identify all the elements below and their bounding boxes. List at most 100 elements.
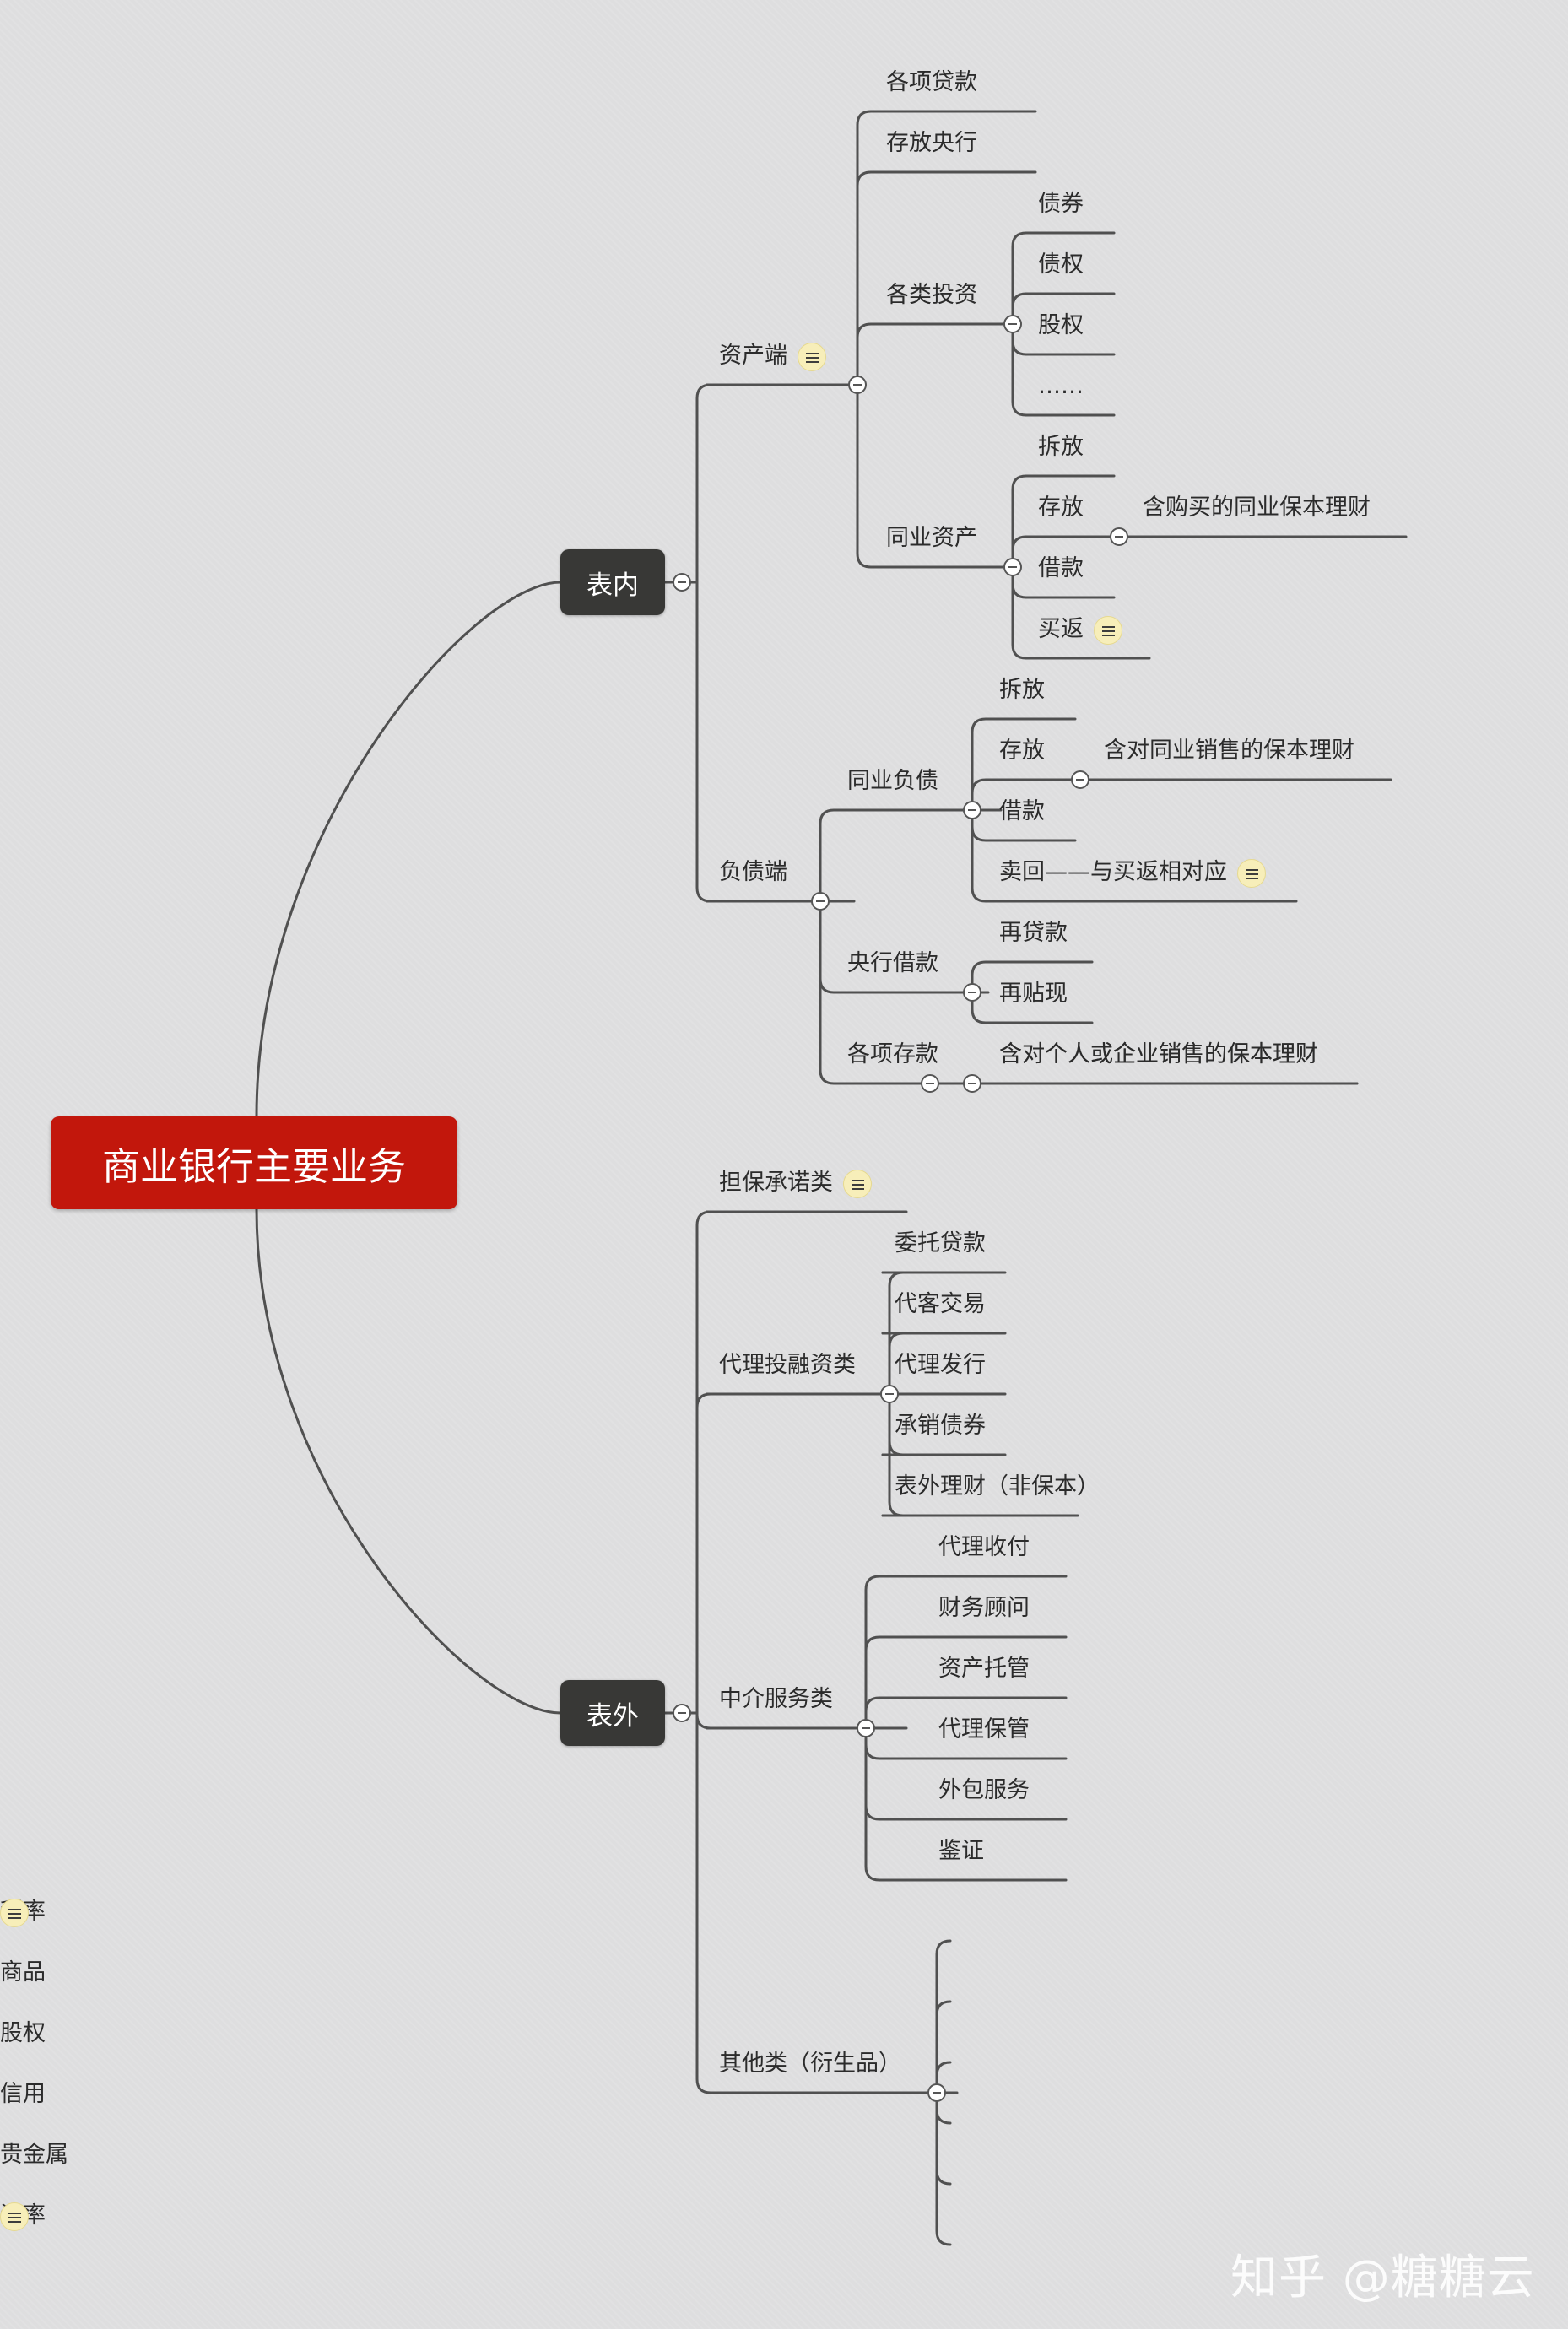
connector-line <box>819 808 837 903</box>
collapse-toggle-icon[interactable] <box>673 573 691 592</box>
topic-1-3-2[interactable]: 股权 <box>0 2020 46 2046</box>
connector-line <box>971 991 989 1024</box>
connector-line <box>935 1939 952 2094</box>
topic-0-0-2[interactable]: 各类投资 <box>886 282 977 308</box>
leaf-0-1-0-3[interactable]: 卖回——与买返相对应 <box>999 859 1227 885</box>
topic-1-2-1[interactable]: 财务顾问 <box>938 1595 1030 1621</box>
leaf-0-0-3-3[interactable]: 买返 <box>1038 616 1084 642</box>
connector-line <box>819 900 837 1085</box>
topic-1-3-1[interactable]: 商品 <box>0 1959 46 1986</box>
connector-line <box>971 778 989 812</box>
connector-line <box>935 2061 952 2094</box>
connector-line <box>695 1711 711 2094</box>
topic-1-1-2[interactable]: 代理发行 <box>895 1352 986 1378</box>
topic-0-0-3[interactable]: 同业资产 <box>886 525 977 551</box>
topic-0-0-0[interactable]: 各项贷款 <box>886 69 977 95</box>
connector-line <box>695 581 711 903</box>
leaf-0-1-0-0[interactable]: 拆放 <box>999 677 1045 703</box>
subtopic-1-2[interactable]: 中介服务类 <box>719 1686 833 1712</box>
connector-line <box>856 322 876 386</box>
leaf-0-1-0-2[interactable]: 借款 <box>999 798 1045 824</box>
topic-1-2-4[interactable]: 外包服务 <box>938 1777 1030 1803</box>
topic-1-1-1[interactable]: 代客交易 <box>895 1291 986 1317</box>
main-topic-0[interactable]: 表内 <box>560 549 665 615</box>
connector-line <box>864 1726 928 1760</box>
topic-1-1-4[interactable]: 表外理财（非保本） <box>895 1473 1100 1500</box>
collapse-toggle-icon[interactable] <box>963 801 981 819</box>
note-icon[interactable] <box>843 1170 872 1198</box>
connector-line <box>1011 474 1028 569</box>
topic-0-1-2[interactable]: 各项存款 <box>847 1041 938 1067</box>
collapse-toggle-icon[interactable] <box>848 376 867 394</box>
connector-line <box>864 1696 928 1730</box>
root-topic[interactable]: 商业银行主要业务 <box>51 1116 457 1209</box>
leaf-0-1-1-1[interactable]: 再贴现 <box>999 981 1068 1007</box>
connector-line <box>856 170 876 386</box>
collapse-toggle-icon[interactable] <box>1110 527 1128 546</box>
collapse-toggle-icon[interactable] <box>921 1074 939 1093</box>
connector-line <box>935 2091 952 2186</box>
connector-line <box>856 110 876 386</box>
subtopic-1-3[interactable]: 其他类（衍生品） <box>719 2051 901 2077</box>
note-icon[interactable] <box>0 1899 29 1927</box>
detail-0-0-3-1-0[interactable]: 含购买的同业保本理财 <box>1143 494 1371 521</box>
collapse-toggle-icon[interactable] <box>963 983 981 1002</box>
leaf-0-0-3-1[interactable]: 存放 <box>1038 494 1084 521</box>
detail-0-1-0-1-0[interactable]: 含对同业销售的保本理财 <box>1104 738 1354 764</box>
topic-1-3-4[interactable]: 贵金属 <box>0 2142 68 2168</box>
main-topic-1[interactable]: 表外 <box>560 1680 665 1746</box>
connector-line <box>864 1575 928 1730</box>
topic-1-1-0[interactable]: 委托贷款 <box>895 1230 986 1256</box>
detail-0-1-2-0[interactable]: 含对个人或企业销售的保本理财 <box>999 1041 1318 1067</box>
leaf-0-0-3-2[interactable]: 借款 <box>1038 555 1084 581</box>
note-icon[interactable] <box>0 2202 29 2231</box>
topic-1-1-3[interactable]: 承销债券 <box>895 1413 986 1439</box>
subtopic-0-1[interactable]: 负债端 <box>719 859 787 885</box>
connector-line <box>864 1726 928 1821</box>
connector-line <box>695 1711 711 1730</box>
collapse-toggle-icon[interactable] <box>673 1704 691 1722</box>
leaf-0-1-0-1[interactable]: 存放 <box>999 738 1045 764</box>
subtopic-0-0[interactable]: 资产端 <box>719 343 787 369</box>
leaf-0-0-2-1[interactable]: 债权 <box>1038 251 1084 278</box>
connector-line <box>695 1392 711 1715</box>
connector-line <box>1011 565 1028 660</box>
collapse-toggle-icon[interactable] <box>963 1074 981 1093</box>
topic-1-2-0[interactable]: 代理收付 <box>938 1534 1030 1560</box>
collapse-toggle-icon[interactable] <box>857 1719 875 1737</box>
topic-1-3-3[interactable]: 信用 <box>0 2081 46 2107</box>
watermark: 知乎 @糖糖云 <box>1230 2251 1535 2305</box>
leaf-0-0-3-0[interactable]: 拆放 <box>1038 434 1084 460</box>
topic-1-2-2[interactable]: 资产托管 <box>938 1656 1030 1682</box>
note-icon[interactable] <box>1094 616 1122 645</box>
note-icon[interactable] <box>798 343 826 371</box>
connector-line <box>935 2091 952 2246</box>
root-branch-line-1 <box>255 1208 562 1715</box>
subtopic-1-1[interactable]: 代理投融资类 <box>719 1352 856 1378</box>
connector-line <box>864 1726 928 1882</box>
collapse-toggle-icon[interactable] <box>1071 770 1089 789</box>
collapse-toggle-icon[interactable] <box>1003 558 1022 576</box>
collapse-toggle-icon[interactable] <box>927 2083 946 2102</box>
connector-line <box>695 1210 711 1715</box>
leaf-0-0-2-0[interactable]: 债券 <box>1038 191 1084 217</box>
topic-1-2-3[interactable]: 代理保管 <box>938 1716 1030 1743</box>
note-icon[interactable] <box>1237 859 1266 888</box>
detail-0-1-2-0[interactable]: 含对个人或企业销售的保本理财 <box>999 1041 1318 1067</box>
topic-0-0-1[interactable]: 存放央行 <box>886 130 977 156</box>
leaf-0-0-2-3[interactable]: …… <box>1038 373 1084 399</box>
subtopic-1-0[interactable]: 担保承诺类 <box>719 1170 833 1196</box>
leaf-0-0-2-2[interactable]: 股权 <box>1038 312 1084 338</box>
topic-0-1-0[interactable]: 同业负债 <box>847 768 938 794</box>
topic-1-2-5[interactable]: 鉴证 <box>938 1838 984 1864</box>
topic-0-1-1[interactable]: 央行借款 <box>847 950 938 976</box>
connector-line <box>1011 535 1028 569</box>
collapse-toggle-icon[interactable] <box>811 892 830 911</box>
connector-line <box>935 2000 952 2094</box>
connector-line <box>856 383 876 569</box>
collapse-toggle-icon[interactable] <box>880 1385 899 1403</box>
collapse-toggle-icon[interactable] <box>1003 315 1022 333</box>
leaf-0-1-1-0[interactable]: 再贷款 <box>999 920 1068 946</box>
